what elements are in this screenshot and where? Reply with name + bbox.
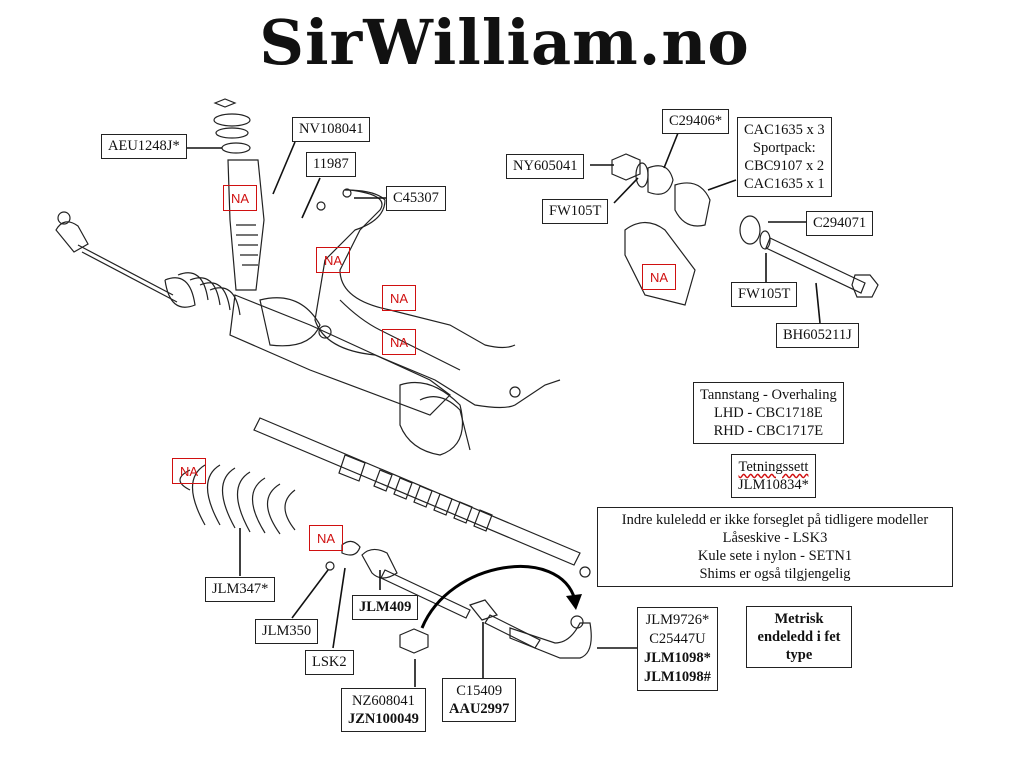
part-number: C25447U xyxy=(649,631,706,647)
hydraulic-pipe xyxy=(314,189,561,409)
note-text: endeledd i fet xyxy=(757,629,841,645)
bush-part xyxy=(674,182,711,227)
part-number: AEU1248J* xyxy=(108,138,180,154)
part-number: FW105T xyxy=(738,286,791,302)
part-number: RHD - CBC1717E xyxy=(713,423,824,439)
label-lsk2: LSK2 xyxy=(305,650,354,675)
label-jlm9726: JLM9726* C25447U JLM1098* JLM1098# xyxy=(637,607,718,691)
inner-joint-note: Indre kuleledd er ikke forseglet på tidl… xyxy=(597,507,953,587)
note-text: Kule sete i nylon - SETN1 xyxy=(697,548,853,564)
label-fw105t-a: FW105T xyxy=(542,199,609,224)
pinion-housing xyxy=(227,159,265,291)
right-tie-rod-end xyxy=(509,622,592,659)
part-number: C15409 xyxy=(456,683,503,699)
part-number: JLM347* xyxy=(212,581,269,597)
part-number: JLM9726* xyxy=(645,612,710,628)
lower-boot xyxy=(179,464,296,535)
label-c15409: C15409 AAU2997 xyxy=(442,678,517,722)
part-number: CBC9107 x 2 xyxy=(744,158,825,174)
part-number: LSK2 xyxy=(312,654,347,670)
part-number: JLM350 xyxy=(262,623,312,639)
bolt-part xyxy=(765,237,866,294)
label-seal-kit: Tetningssett JLM10834* xyxy=(731,454,816,498)
rack-boot xyxy=(164,272,241,316)
label-c294071: C294071 xyxy=(806,211,874,236)
note-text: Shims er også tilgjengelig xyxy=(699,566,851,582)
clip-part xyxy=(213,98,237,108)
part-number: AAU2997 xyxy=(449,701,510,717)
part-number: NV108041 xyxy=(299,121,364,137)
label-fw105t-b: FW105T xyxy=(731,282,798,307)
label-nz608041: NZ608041 JZN100049 xyxy=(341,688,426,732)
nut-part xyxy=(611,153,641,181)
label-overhaul: Tannstang - Overhaling LHD - CBC1718E RH… xyxy=(693,382,844,444)
label-nv108041: NV108041 xyxy=(292,117,371,142)
label-jlm409: JLM409 xyxy=(352,595,419,620)
na-marker: NA xyxy=(642,264,676,290)
seal-kit-title: Tetningssett xyxy=(738,459,809,475)
right-boot xyxy=(399,381,464,456)
note-text: type xyxy=(785,647,813,663)
mount-bracket xyxy=(624,221,696,306)
na-marker: NA xyxy=(309,525,343,551)
arrow-curve xyxy=(420,565,577,629)
label-jlm347: JLM347* xyxy=(205,577,276,602)
note-text: Metrisk xyxy=(774,611,824,627)
label-cac1635: CAC1635 x 3 Sportpack: CBC9107 x 2 CAC16… xyxy=(737,117,832,197)
part-number: JZN100049 xyxy=(348,711,419,727)
arrow-head xyxy=(566,594,582,610)
label-11987: 11987 xyxy=(306,152,356,177)
part-number: LHD - CBC1718E xyxy=(713,405,823,421)
part-number: CAC1635 x 1 xyxy=(744,176,825,192)
label-c45307: C45307 xyxy=(386,186,446,211)
na-marker: NA xyxy=(382,329,416,355)
na-marker: NA xyxy=(316,247,350,273)
part-number: BH605211J xyxy=(783,327,852,343)
part-number: NZ608041 xyxy=(352,693,415,709)
label-jlm350: JLM350 xyxy=(255,619,319,644)
label-ny605041: NY605041 xyxy=(506,154,585,179)
part-note: Sportpack: xyxy=(752,140,816,156)
seal-part xyxy=(221,142,251,154)
na-marker: NA xyxy=(172,458,206,484)
na-marker: NA xyxy=(223,185,257,211)
note-text: Låseskive - LSK3 xyxy=(722,530,828,546)
label-c29406: C29406* xyxy=(662,109,730,134)
part-number: 11987 xyxy=(313,156,349,172)
label-bh605211j: BH605211J xyxy=(776,323,859,348)
part-number: C294071 xyxy=(813,215,867,231)
bush-part xyxy=(647,165,674,195)
part-number: CAC1635 x 3 xyxy=(744,122,825,138)
part-number: C29406* xyxy=(669,113,723,129)
washer-part xyxy=(215,127,249,139)
part-number: FW105T xyxy=(549,203,602,219)
site-title: SirWilliam.no xyxy=(259,6,750,79)
label-aeu1248j: AEU1248J* xyxy=(101,134,187,159)
part-number: C45307 xyxy=(393,190,439,206)
part-number: JLM1098# xyxy=(644,669,711,685)
nut-part xyxy=(399,628,429,654)
left-tie-rod-end xyxy=(55,221,89,253)
rack-shaft xyxy=(253,417,581,566)
overhaul-title: Tannstang - Overhaling xyxy=(700,387,837,403)
note-text: Indre kuleledd er ikke forseglet på tidl… xyxy=(621,512,929,528)
metric-note: Metrisk endeledd i fet type xyxy=(746,606,852,668)
washer-part xyxy=(213,113,251,127)
part-number: JLM409 xyxy=(359,599,412,615)
part-number: NY605041 xyxy=(513,158,578,174)
part-number: JLM1098* xyxy=(644,650,711,666)
part-number: JLM10834* xyxy=(738,477,809,493)
na-marker: NA xyxy=(382,285,416,311)
